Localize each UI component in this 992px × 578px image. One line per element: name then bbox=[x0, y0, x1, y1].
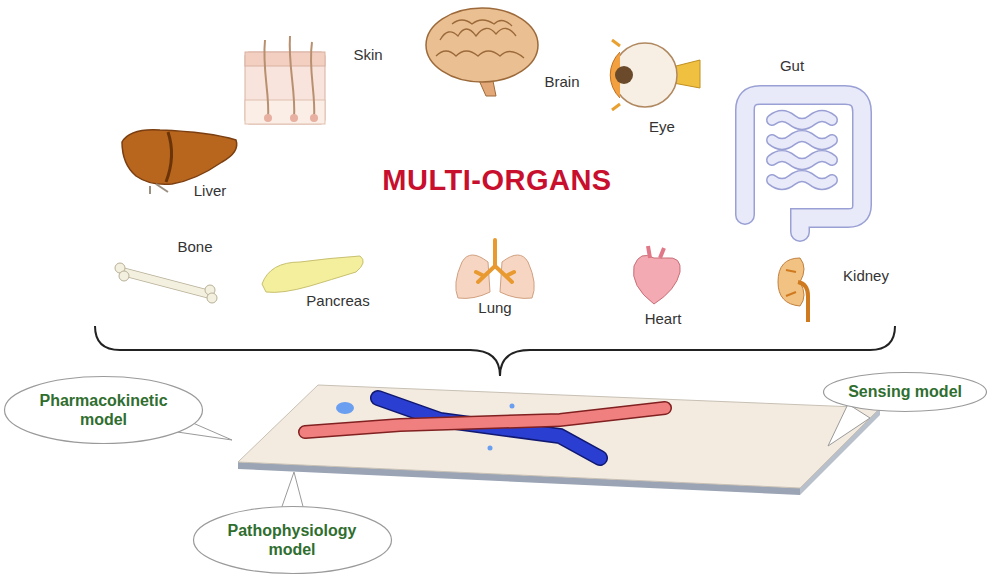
organ-label: Skin bbox=[353, 46, 382, 64]
bone-icon bbox=[115, 263, 217, 303]
callout-bubble: Pharmacokinetic model bbox=[3, 375, 204, 445]
callout-bubble: Pathophysiology model bbox=[192, 505, 393, 575]
organ-label: Bone bbox=[177, 238, 212, 256]
eye-icon bbox=[610, 40, 700, 110]
callout-text: Pharmacokinetic model bbox=[34, 391, 174, 429]
brain-icon bbox=[426, 8, 538, 96]
organ-label: Brain bbox=[544, 73, 579, 91]
bubble-outline bbox=[192, 505, 393, 575]
kidney-icon bbox=[778, 258, 808, 322]
organ-label: Lung bbox=[478, 299, 511, 317]
callout-text: Sensing model bbox=[848, 382, 962, 401]
callout-tail bbox=[828, 404, 870, 446]
pancreas-icon bbox=[262, 256, 363, 292]
gut-icon bbox=[745, 95, 862, 232]
callout-bubble: Sensing model bbox=[822, 371, 988, 413]
organ-label: Heart bbox=[645, 310, 682, 328]
organ-label: Gut bbox=[780, 57, 804, 75]
organ-label: Liver bbox=[194, 182, 227, 200]
skin-icon bbox=[245, 36, 325, 124]
diagram-title: MULTI-ORGANS bbox=[382, 164, 611, 197]
organ-label: Eye bbox=[649, 118, 675, 136]
brace bbox=[95, 326, 895, 376]
chip bbox=[238, 385, 880, 495]
organ-label: Pancreas bbox=[306, 292, 369, 310]
organ-label: Kidney bbox=[843, 267, 889, 285]
bubble-outline bbox=[3, 375, 204, 445]
heart-icon bbox=[633, 246, 680, 304]
callout-text: Pathophysiology model bbox=[222, 521, 362, 559]
lung-icon bbox=[456, 240, 535, 298]
